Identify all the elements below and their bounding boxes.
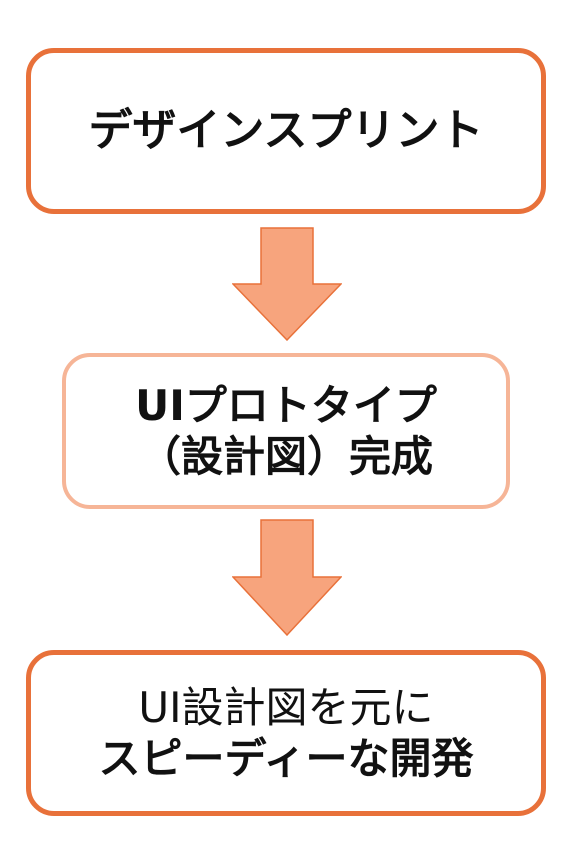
step-3-label-line-1: UI設計図を元に	[138, 682, 434, 732]
down-arrow-icon	[232, 227, 342, 341]
step-1-label: デザインスプリント	[88, 105, 484, 157]
step-box-design-sprint: デザインスプリント	[26, 48, 546, 214]
step-3-label-line-2: スピーディーな開発	[98, 734, 474, 783]
step-box-prototype: UIプロトタイプ （設計図）完成	[62, 353, 510, 509]
step-box-development: UI設計図を元に スピーディーな開発	[26, 650, 546, 816]
down-arrow-icon	[232, 519, 342, 636]
step-2-label-line-2: （設計図）完成	[138, 432, 433, 481]
step-2-label-line-1: UIプロトタイプ	[135, 380, 437, 430]
